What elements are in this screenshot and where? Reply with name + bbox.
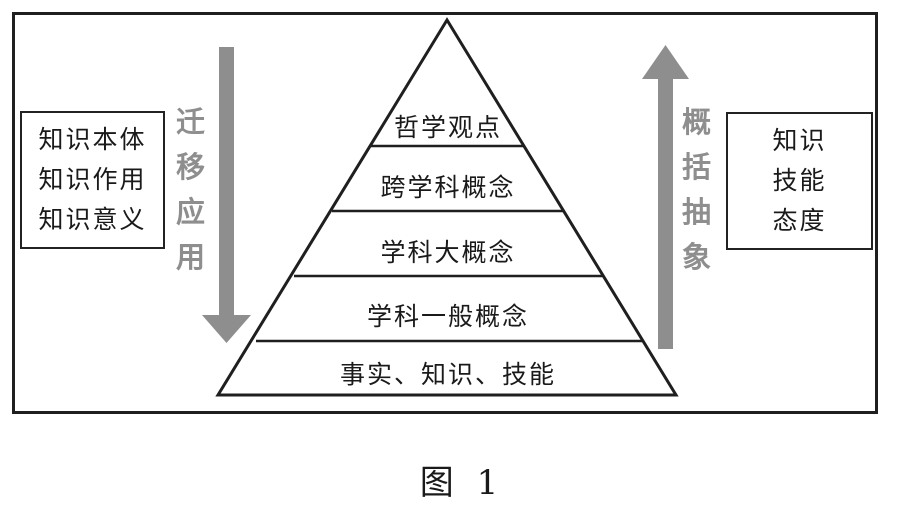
left-box-line: 知识本体 (38, 125, 147, 154)
right-arrow-char: 概 (682, 105, 712, 139)
pyramid-level-1: 哲学观点 (393, 113, 503, 142)
right-arrow-char: 抽 (682, 195, 712, 229)
pyramid-level-3: 学科大概念 (380, 238, 516, 267)
pyramid-level-2: 跨学科概念 (380, 173, 516, 202)
right-arrow-label: 概 括 抽 象 (682, 100, 711, 280)
pyramid-level-4: 学科一般概念 (366, 302, 530, 331)
left-arrow-char: 移 (176, 150, 206, 184)
left-arrow-char: 用 (176, 240, 206, 274)
pyramid-level-5: 事实、知识、技能 (339, 360, 557, 389)
left-arrow-label: 迁 移 应 用 (176, 100, 205, 280)
diagram-frame (12, 12, 878, 414)
right-arrow (642, 45, 689, 349)
left-box: 知识本体 知识作用 知识意义 (20, 111, 165, 249)
left-box-line: 知识作用 (38, 165, 147, 194)
right-arrow-char: 象 (682, 240, 712, 274)
right-box-line: 知识 (772, 126, 827, 155)
left-box-line: 知识意义 (38, 205, 147, 234)
right-box: 知识 技能 态度 (726, 112, 873, 250)
right-box-line: 技能 (772, 166, 827, 195)
figure-caption: 图 1 (419, 463, 505, 503)
left-arrow (202, 47, 251, 343)
right-arrow-char: 括 (682, 150, 712, 184)
pyramid-outline (215, 17, 679, 397)
left-arrow-char: 迁 (176, 105, 206, 139)
right-box-line: 态度 (772, 206, 827, 235)
left-arrow-char: 应 (176, 195, 206, 229)
